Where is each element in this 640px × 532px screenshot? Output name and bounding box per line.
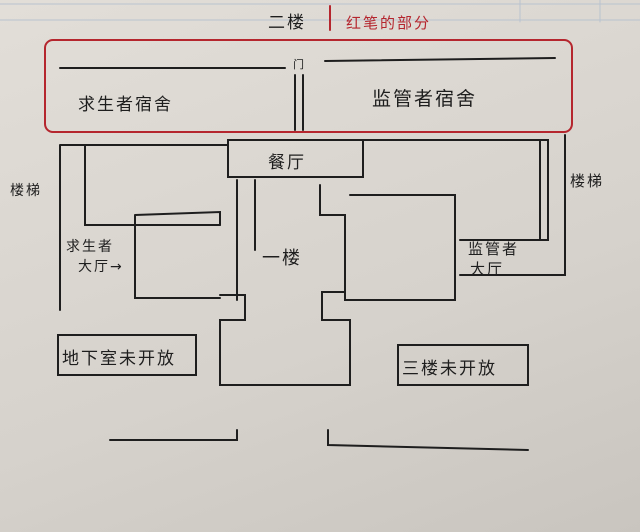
survivor-hall-label-1: 求生者 <box>66 239 114 255</box>
floor3-box <box>397 344 529 386</box>
red-pen-note: 红笔的部分 <box>346 14 432 32</box>
floor3-closed-label: 三楼未开放 <box>402 359 497 379</box>
basement-box <box>57 334 197 376</box>
hunter-dorm-label: 监管者宿舍 <box>372 88 478 110</box>
dining-room <box>227 139 364 178</box>
floor2-title: 二楼 <box>268 13 306 33</box>
hunter-hall-label-2: 大厅 <box>470 260 505 278</box>
survivor-hall-label-2: 大厅→ <box>78 259 124 275</box>
survivor-dorm-label: 求生者宿舍 <box>78 95 173 115</box>
stairs-left-label: 楼梯 <box>10 183 42 199</box>
floor1-title: 一楼 <box>262 248 302 269</box>
paper-grid <box>0 0 640 23</box>
basement-closed-label: 地下室未开放 <box>62 349 176 369</box>
hunter-hall-label-1: 监管者 <box>468 240 520 258</box>
red-floor2-outline <box>44 39 573 133</box>
stairs-right-label: 楼梯 <box>570 172 605 190</box>
dining-label: 餐厅 <box>268 153 306 173</box>
door-label: 门 <box>293 58 304 71</box>
